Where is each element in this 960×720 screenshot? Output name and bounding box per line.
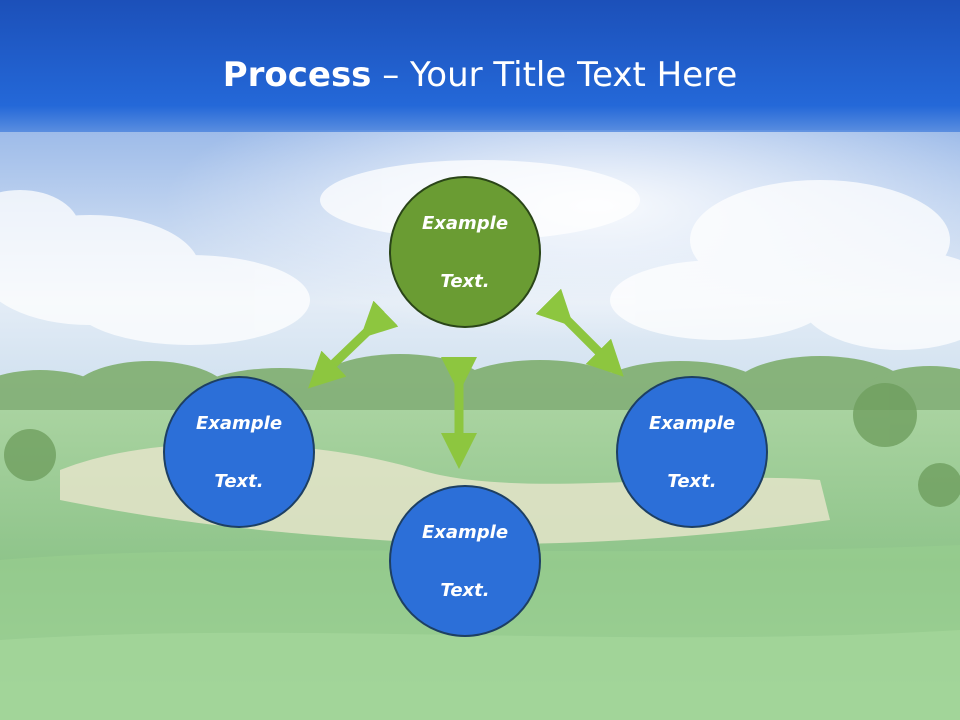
clouds: [0, 160, 960, 350]
title-bold: Process: [222, 55, 372, 95]
node-right-line1: Example: [648, 412, 736, 434]
node-top-line1: Example: [421, 212, 509, 234]
node-top-line2: Text.: [440, 270, 490, 292]
node-left-line1: Example: [195, 412, 283, 434]
title-bar: [0, 0, 960, 132]
node-bottom-line1: Example: [421, 521, 509, 543]
title-rest: – Your Title Text Here: [371, 55, 738, 95]
node-left-line2: Text.: [214, 470, 264, 492]
slide-title: Process – Your Title Text Here: [0, 52, 960, 98]
node-right-line2: Text.: [667, 470, 717, 492]
arrow-top-left: [308, 300, 399, 389]
node-bottom-line2: Text.: [440, 579, 490, 601]
trees: [4, 383, 960, 507]
arrow-top-right: [535, 288, 624, 377]
